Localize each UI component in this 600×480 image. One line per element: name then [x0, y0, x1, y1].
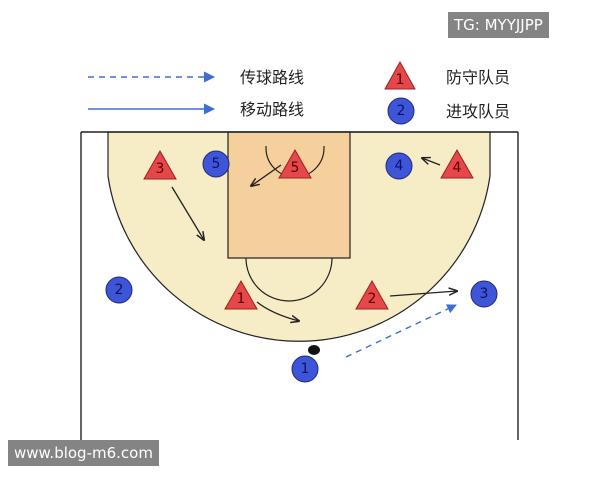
- attacker-circle: [385, 152, 413, 180]
- defender-number: 3: [156, 161, 165, 177]
- defender-triangle: [224, 279, 258, 310]
- attacker-circle: [291, 355, 319, 383]
- basketball: [308, 345, 320, 355]
- watermark-bottom: www.blog-m6.com: [8, 440, 159, 466]
- defender-triangle: [143, 149, 177, 180]
- free-throw-circle: [245, 257, 333, 302]
- legend-attacker-icon: [387, 97, 415, 125]
- pass-arrow-1-to-3: [345, 304, 457, 358]
- attacker-circle: [470, 280, 498, 308]
- defender-4: 4: [440, 148, 474, 179]
- watermark-top: TG: MYYJJPP: [448, 12, 549, 38]
- attacker-number: 4: [395, 158, 404, 174]
- defenders: 3 5 4 1 2: [143, 148, 474, 310]
- legend-defender-number: 1: [396, 72, 405, 88]
- legend-pass-label: 传球路线: [240, 68, 304, 87]
- defender-5: 5: [278, 148, 312, 179]
- attacker-1: 1: [291, 355, 319, 383]
- attacker-number: 2: [115, 282, 124, 298]
- defender-triangle: [355, 279, 389, 310]
- defender-1: 1: [224, 279, 258, 310]
- move-arrow-defender-5: [251, 164, 282, 186]
- move-arrow-defender-2: [389, 291, 457, 297]
- attacker-5: 5: [202, 150, 230, 178]
- attacker-circle: [202, 150, 230, 178]
- defender-2: 2: [355, 279, 389, 310]
- legend-attacker-number: 2: [397, 103, 406, 119]
- free-throw-lane: [227, 131, 351, 259]
- attacker-number: 3: [480, 286, 489, 302]
- defender-triangle: [278, 148, 312, 179]
- defender-number: 4: [453, 160, 462, 176]
- attacker-3: 3: [470, 280, 498, 308]
- move-arrow-defender-1: [256, 301, 299, 321]
- attacker-4: 4: [385, 152, 413, 180]
- legend-defender-label: 防守队员: [446, 68, 510, 87]
- attacker-number: 1: [301, 361, 310, 377]
- legend-defender-icon: [384, 60, 416, 90]
- move-arrow-defender-4: [422, 158, 441, 166]
- defender-3: 3: [143, 149, 177, 180]
- defender-number: 2: [368, 291, 377, 307]
- attacker-number: 5: [212, 156, 221, 172]
- legend-move-label: 移动路线: [240, 100, 304, 119]
- legend-attacker-label: 进攻队员: [446, 102, 510, 121]
- attacker-2: 2: [105, 276, 133, 304]
- move-arrow-defender-3: [171, 186, 204, 240]
- attacker-circle: [105, 276, 133, 304]
- defender-number: 1: [237, 291, 246, 307]
- defender-number: 5: [291, 160, 300, 176]
- legend: 传球路线 移动路线 1 防守队员 2 进攻队员: [88, 60, 510, 125]
- defender-triangle: [440, 148, 474, 179]
- half-court: [80, 131, 519, 440]
- play-arrows: [171, 158, 457, 358]
- attackers: 5 4 2 3 1: [105, 150, 498, 383]
